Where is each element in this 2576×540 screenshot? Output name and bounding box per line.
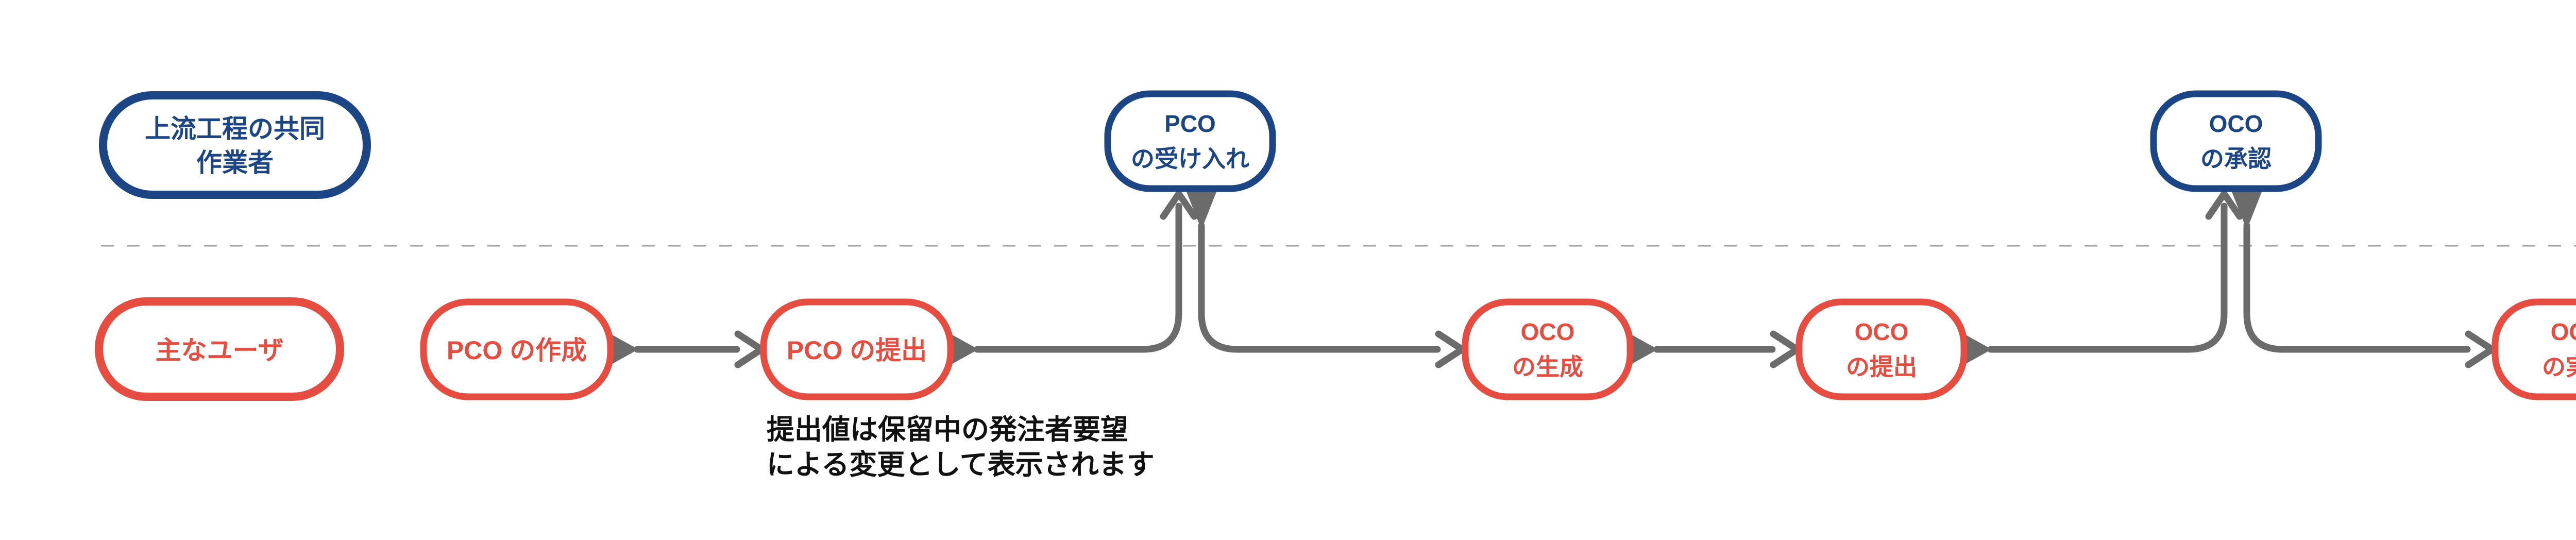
node-label-line2: の受け入れ xyxy=(1131,145,1249,172)
connector-triangles xyxy=(611,191,2262,365)
lane-pill-border xyxy=(99,91,371,199)
node-label-line1: PCO xyxy=(1164,110,1216,137)
arrow-triangle-right-icon xyxy=(611,334,638,365)
connector-accept-to-generate xyxy=(1198,222,1441,353)
node-pco-submit: PCO の提出 xyxy=(760,298,954,400)
node-label-line2: の承認 xyxy=(2200,145,2272,172)
connector-lines xyxy=(634,190,2496,368)
arrow-chevron-right-icon xyxy=(1435,330,1466,368)
arrow-triangle-down-icon xyxy=(2231,191,2262,230)
arrow-chevron-up-icon xyxy=(1160,190,1198,220)
node-oco-execute: OCO の実行 xyxy=(2492,298,2576,400)
node-pco-create: PCO の作成 xyxy=(420,298,614,400)
arrow-chevron-right-icon xyxy=(2465,330,2496,368)
lane-label-line1: 上流工程の共同 xyxy=(145,114,325,143)
connector-approve-to-execute xyxy=(2243,222,2471,353)
node-pco-accept: PCO の受け入れ xyxy=(1104,90,1276,192)
node-border xyxy=(2492,298,2576,400)
arrow-triangle-right-icon xyxy=(1630,334,1658,365)
arrow-triangle-down-icon xyxy=(1186,191,1217,230)
arrow-chevron-right-icon xyxy=(734,330,765,368)
node-label-line1: OCO xyxy=(1855,318,1909,345)
node-label-line1: OCO xyxy=(2551,318,2576,345)
node-label-line2: の生成 xyxy=(1512,353,1583,380)
lane-label-upstream-collaborators: 上流工程の共同 作業者 xyxy=(99,91,371,199)
node-label-line1: OCO xyxy=(2209,110,2263,137)
lane-label-primary-users: 主なユーザ xyxy=(95,297,344,401)
lane-label-line2: 作業者 xyxy=(196,148,274,177)
node-label: PCO の作成 xyxy=(447,336,587,365)
arrow-triangle-right-icon xyxy=(1964,334,1992,365)
annotation-note: 提出値は保留中の発注者要望 による変更として表示されます xyxy=(767,414,1155,480)
connector-submit-to-accept xyxy=(974,202,1182,353)
note-line1: 提出値は保留中の発注者要望 xyxy=(767,414,1128,445)
lane-label: 主なユーザ xyxy=(156,336,284,365)
node-border xyxy=(420,298,614,400)
node-border xyxy=(760,298,954,400)
node-oco-approve: OCO の承認 xyxy=(2150,90,2322,192)
lane-pill-border xyxy=(95,297,344,401)
arrow-triangle-right-icon xyxy=(951,334,978,365)
node-label-line1: OCO xyxy=(1521,318,1575,345)
node-border xyxy=(1462,298,1634,400)
node-border xyxy=(2150,90,2322,192)
node-label-line2: の提出 xyxy=(1846,353,1917,380)
connector-submit-to-approve xyxy=(1987,202,2228,353)
note-line2: による変更として表示されます xyxy=(767,449,1155,480)
node-oco-submit: OCO の提出 xyxy=(1795,298,1968,400)
node-label-line2: の実行 xyxy=(2542,353,2576,380)
node-oco-generate: OCO の生成 xyxy=(1462,298,1634,400)
node-label: PCO の提出 xyxy=(787,336,927,365)
node-border xyxy=(1795,298,1968,400)
arrow-chevron-up-icon xyxy=(2205,190,2243,220)
arrow-chevron-right-icon xyxy=(1770,330,1801,368)
node-border xyxy=(1104,90,1276,192)
